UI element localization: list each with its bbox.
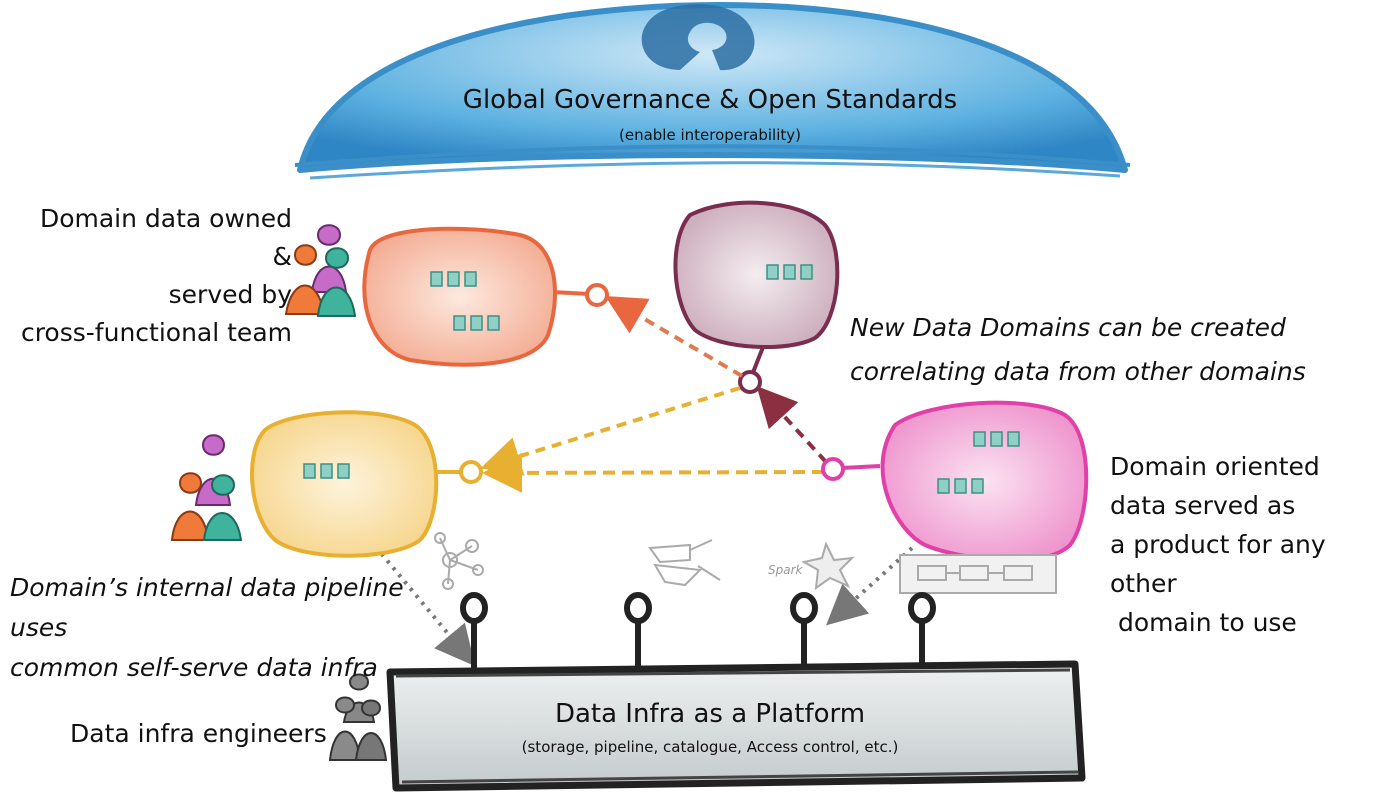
spark-star-icon [801, 541, 855, 591]
flow-diagram-icon [899, 554, 1057, 594]
data-product-icons [303, 264, 1020, 494]
domain-yellow [250, 410, 439, 558]
pink-to-yellow-flow [482, 452, 825, 493]
engineers-label: Data infra engineers [70, 719, 327, 748]
new-domains-line: correlating data from other domains [850, 357, 1306, 386]
domain-owned-line: Domain data owned & [39, 204, 292, 271]
platform-connectors [460, 592, 936, 668]
domain-oriented-line: Domain oriented [1110, 452, 1320, 481]
data-product-icon [937, 478, 984, 494]
domain-owned-line: cross-functional team [20, 318, 292, 347]
pink-port-link [841, 464, 881, 470]
purple-to-orange-flow [605, 295, 744, 378]
purple-output-port [738, 370, 762, 394]
data-product-icon [453, 315, 500, 331]
yellow-output-port [459, 460, 483, 484]
new-domains-line: New Data Domains can be created [850, 313, 1286, 342]
pipeline-line: Domain’s internal data pipeline uses [10, 573, 404, 642]
engineers-icon [328, 673, 388, 761]
governance-subtitle: (enable interoperability) [618, 126, 801, 144]
domain-orange [362, 226, 557, 367]
domain-oriented-line: data served as [1110, 491, 1296, 520]
data-product-icon [973, 431, 1020, 447]
pink-to-purple-flow [756, 386, 828, 464]
platform-subtitle: (storage, pipeline, catalogue, Access co… [521, 738, 899, 756]
data-product-icon [303, 463, 350, 479]
new-domains-label: New Data Domains can be created correlat… [850, 306, 1370, 394]
domain-oriented-label: Domain oriented data served as a product… [1110, 447, 1380, 642]
pipeline-graph-icon [434, 532, 484, 590]
data-product-icon [766, 264, 813, 280]
governance-title: Global Governance & Open Standards [462, 85, 958, 115]
purple-to-yellow-flow [480, 386, 741, 476]
governance-dome [294, 2, 1131, 180]
domain-purple [673, 200, 840, 350]
domain-pink [880, 400, 1089, 563]
domain-oriented-line: a product for any other [1110, 530, 1326, 598]
team-icon-orange [284, 224, 357, 317]
platform-slab [386, 660, 1086, 792]
pipeline-label: Domain’s internal data pipeline uses com… [10, 568, 450, 688]
sheep-shears-icon [648, 539, 721, 587]
orange-port-link [551, 290, 591, 296]
team-icon-yellow [170, 434, 243, 541]
data-product-icon [430, 271, 477, 287]
pink-output-port [821, 457, 845, 481]
pipeline-line: common self-serve data infra [10, 653, 378, 682]
open-standards-icon [641, 4, 755, 71]
domain-owned-line: served by [168, 280, 292, 309]
domain-oriented-line: domain to use [1110, 608, 1297, 637]
platform-title: Data Infra as a Platform [554, 699, 866, 729]
orange-output-port [585, 283, 609, 307]
spark-label: Spark [768, 563, 803, 577]
domain-owned-label: Domain data owned & served by cross-func… [20, 200, 292, 352]
